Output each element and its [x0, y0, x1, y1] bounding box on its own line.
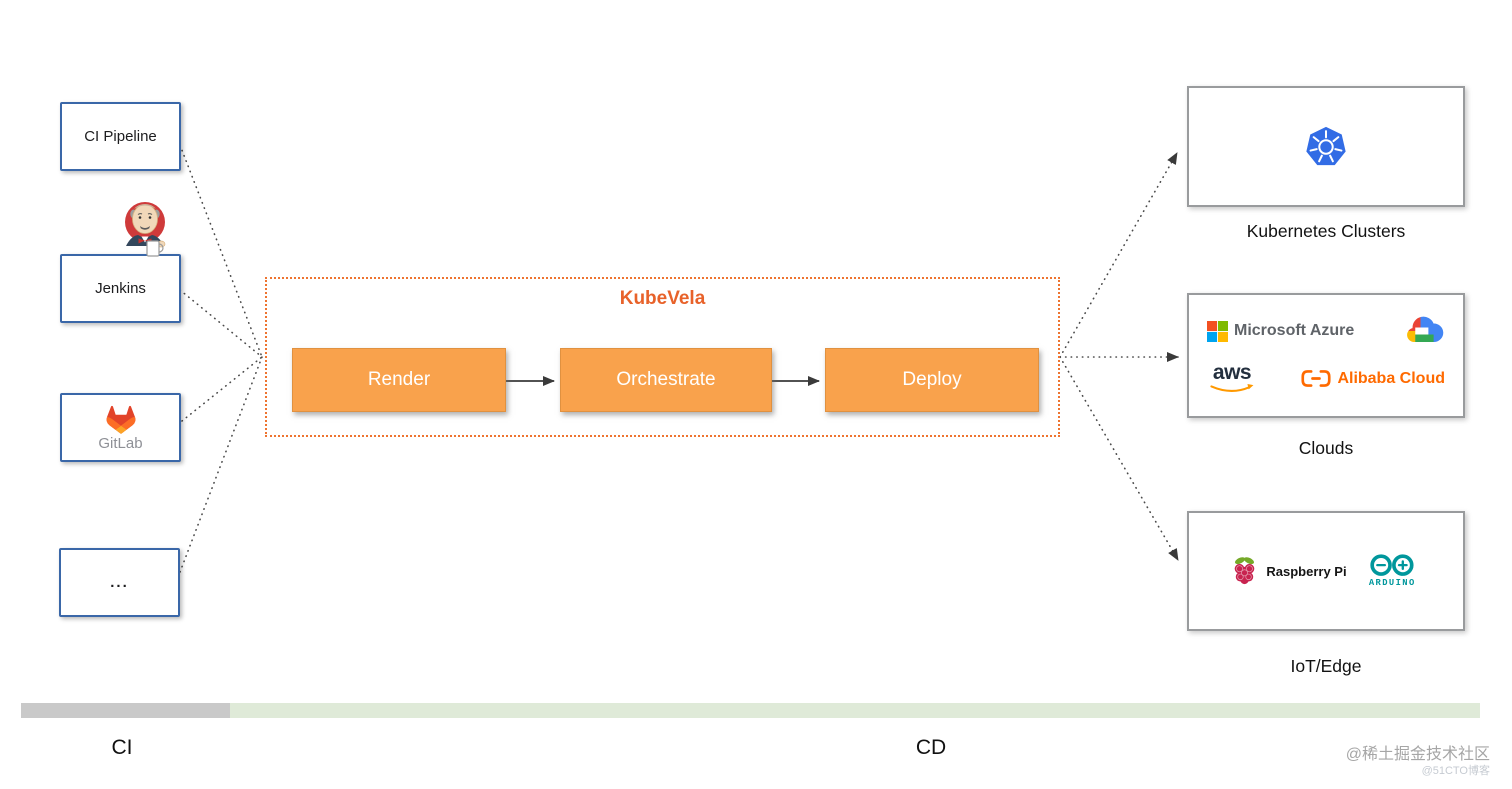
google-cloud-icon: [1407, 316, 1444, 342]
raspberry-pi-icon: [1235, 557, 1255, 585]
iot-edge-label: IoT/Edge: [1290, 656, 1362, 676]
raspberry-pi-text: Raspberry Pi: [1266, 563, 1347, 579]
ci-pipeline-box: CI Pipeline: [60, 102, 181, 171]
microsoft-azure-text: Microsoft Azure: [1234, 322, 1355, 339]
gitlab-icon: [106, 405, 135, 434]
render-stage-box: Render: [292, 348, 506, 412]
render-stage-label: Render: [367, 369, 431, 390]
cloud-row-top: Microsoft Azure: [1207, 316, 1445, 346]
link-kubevela-kubernetes: [1059, 152, 1178, 358]
aws-logo: aws: [1207, 362, 1257, 395]
ci-pipeline-label: CI Pipeline: [84, 128, 157, 145]
microsoft-azure-logo: Microsoft Azure: [1207, 320, 1355, 342]
clouds-box: Microsoft Azure aws: [1187, 293, 1465, 418]
link-jenkins-kubevela: [179, 289, 263, 358]
alibaba-brackets-icon: [1301, 370, 1331, 387]
cd-phase-label: CD: [915, 736, 947, 759]
deploy-stage-label: Deploy: [902, 369, 962, 390]
alibaba-cloud-text: Alibaba Cloud: [1337, 369, 1445, 387]
cd-phase-bar: [230, 703, 1480, 718]
alibaba-cloud-logo: Alibaba Cloud: [1301, 369, 1445, 388]
iot-edge-box: Raspberry Pi ARDUINO: [1187, 511, 1465, 631]
orchestrate-stage-box: Orchestrate: [560, 348, 772, 412]
jenkins-label: Jenkins: [95, 280, 146, 297]
link-kubevela-iot: [1059, 356, 1179, 561]
arduino-text: ARDUINO: [1368, 578, 1415, 588]
kubernetes-clusters-box: [1187, 86, 1465, 207]
watermark-line1: @稀土掘金技术社区: [1345, 746, 1490, 763]
other-sources-box: ...: [59, 548, 180, 617]
gitlab-label: GitLab: [98, 434, 143, 452]
kubevela-title: KubeVela: [619, 288, 706, 309]
link-cipipeline-kubevela: [177, 139, 263, 358]
ci-phase-label: CI: [111, 736, 133, 759]
kubernetes-clusters-label: Kubernetes Clusters: [1246, 221, 1406, 241]
gitlab-box: GitLab: [60, 393, 181, 462]
deploy-stage-box: Deploy: [825, 348, 1039, 412]
kubevela-frame: [265, 277, 1060, 437]
other-sources-label: ...: [110, 574, 129, 591]
kubernetes-icon: [1306, 126, 1346, 165]
watermark: @稀土掘金技术社区 @51CTO博客: [1346, 745, 1490, 779]
ci-phase-bar: [21, 703, 230, 718]
aws-smile-icon: [1210, 384, 1254, 392]
link-other-kubevela: [179, 356, 263, 573]
jenkins-mascot-icon: [125, 202, 166, 257]
cloud-row-bottom: aws Alibaba Cloud: [1207, 362, 1445, 395]
raspberry-pi-logo: Raspberry Pi: [1231, 555, 1347, 587]
cloud-logos-grid: Microsoft Azure aws: [1189, 316, 1463, 395]
jenkins-box: Jenkins: [60, 254, 181, 323]
link-gitlab-kubevela: [181, 356, 263, 422]
microsoft-icon: [1207, 320, 1228, 342]
clouds-label: Clouds: [1298, 438, 1354, 458]
watermark-line2: @51CTO博客: [1421, 765, 1490, 777]
aws-text: aws: [1212, 361, 1252, 384]
arduino-icon: ARDUINO: [1368, 554, 1415, 588]
orchestrate-stage-label: Orchestrate: [616, 369, 716, 390]
